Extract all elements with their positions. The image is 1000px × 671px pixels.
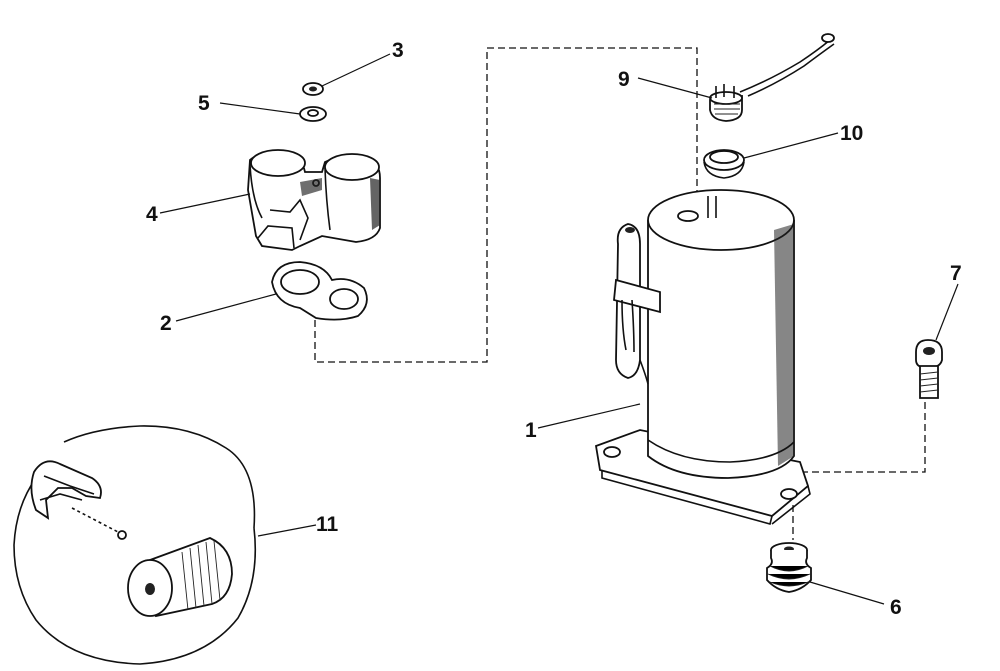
part-9-terminal-plug bbox=[709, 33, 835, 122]
callout-7: 7 bbox=[950, 262, 962, 285]
callout-9: 9 bbox=[618, 68, 630, 91]
callout-4: 4 bbox=[146, 203, 158, 226]
callout-10: 10 bbox=[840, 122, 863, 145]
callout-11: 11 bbox=[316, 513, 339, 536]
callout-2: 2 bbox=[160, 312, 172, 335]
callout-3: 3 bbox=[392, 39, 404, 62]
callout-1: 1 bbox=[525, 419, 537, 442]
part-3-nut bbox=[302, 82, 324, 96]
part-7-bolt bbox=[915, 339, 943, 399]
part-5-washer bbox=[299, 106, 327, 122]
part-10-grommet bbox=[703, 149, 745, 179]
part-4-terminal-cover bbox=[247, 149, 381, 251]
part-6-isolator bbox=[766, 542, 812, 593]
leader-lines bbox=[159, 53, 959, 605]
callout-6: 6 bbox=[890, 596, 902, 619]
callout-5: 5 bbox=[198, 92, 210, 115]
part-11-inset-detail bbox=[13, 425, 257, 665]
part-1-compressor bbox=[594, 189, 811, 525]
assembly-dashed-line bbox=[314, 47, 926, 540]
part-2-gasket bbox=[271, 261, 368, 321]
